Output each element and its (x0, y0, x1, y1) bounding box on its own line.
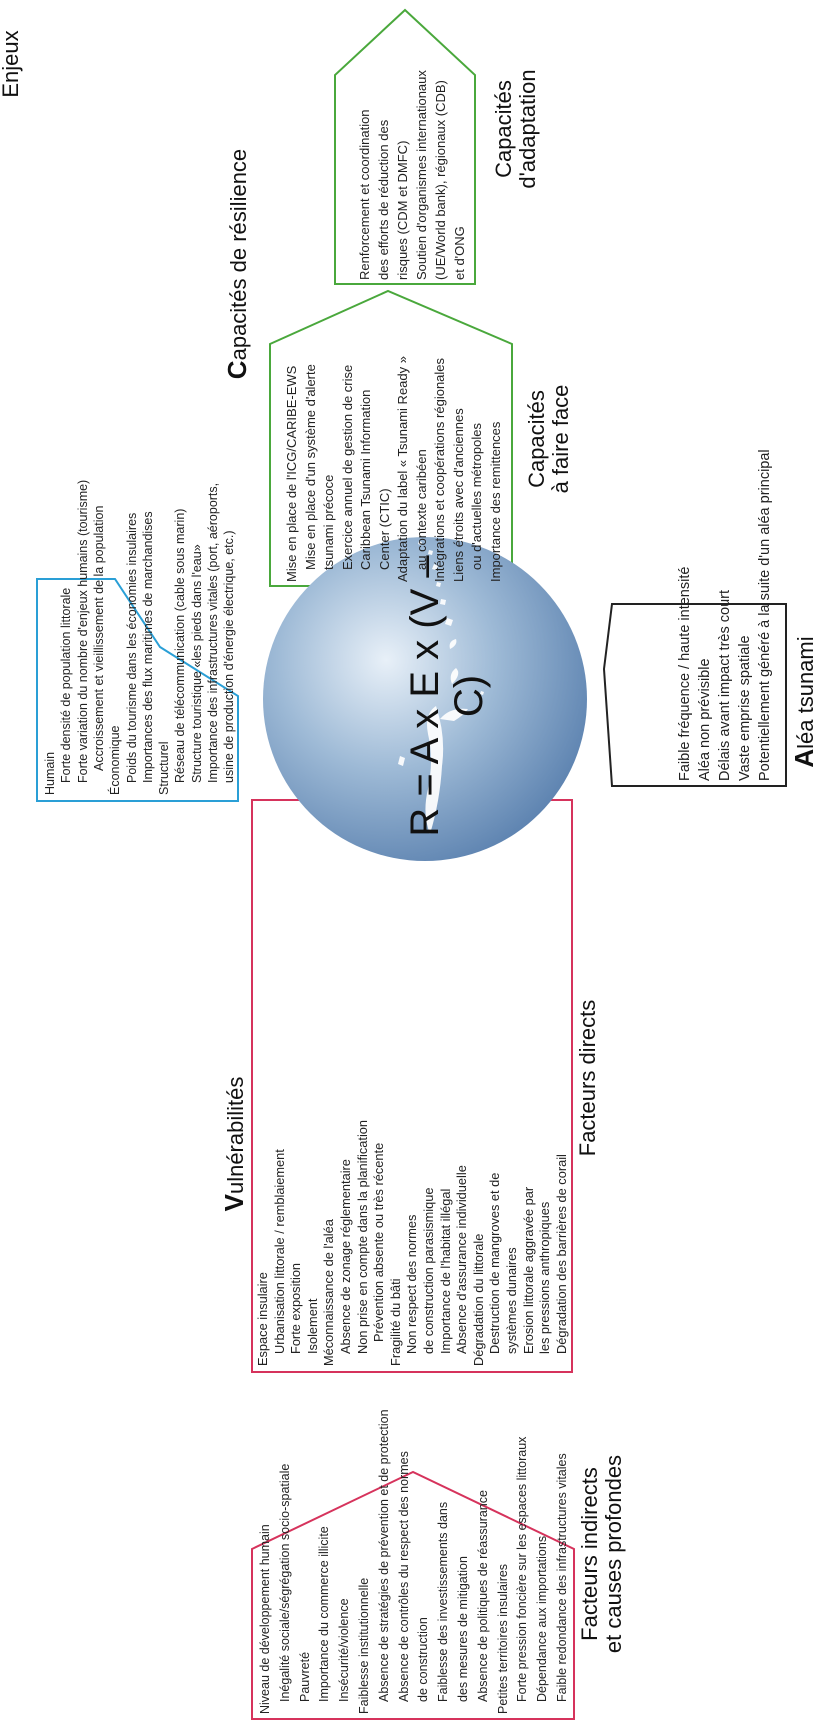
vulnerabilite-item: Absence de politiques de réassurance (475, 1490, 490, 1702)
alea-item: Vaste emprise spatiale (737, 635, 753, 781)
vulnerabilites-box (251, 1470, 575, 1720)
enjeux-item: Forte densité de population littorale (59, 587, 74, 783)
faire-face-item: Caribbean Tsunami Information (358, 389, 373, 570)
faire-face-item: Center (CTIC) (376, 488, 392, 570)
enjeux-item: Forte variation du nombre d'enjeux humai… (75, 479, 90, 783)
facteurs-directs-item: Non respect des normes (404, 1214, 420, 1354)
facteurs-directs-item: Destruction de mangroves et de (487, 1172, 503, 1354)
facteurs-directs-box (251, 799, 573, 1373)
faire-face-item: Mise en place de l'ICG/CARIBE-EWS (284, 365, 299, 582)
enjeux-item: Humain (43, 751, 57, 795)
alea-box (602, 603, 787, 787)
facteurs-directs-item: Isolement (304, 1298, 320, 1354)
facteurs-directs-item: de construction parasismique (421, 1187, 436, 1354)
vulnerabilite-item: Pauvreté (297, 1651, 312, 1702)
vulnerabilite-item: Faible redondance des infrastructures vi… (555, 1453, 569, 1702)
adaptation-title: Capacités d'adaptation (491, 69, 540, 189)
vulnerabilite-item: des mesures de mitigation (456, 1556, 470, 1702)
alea-item: Faible fréquence / haute intensité (677, 566, 693, 781)
facteurs-directs-item: Dégradation du littorale (470, 1233, 486, 1366)
enjeux-title: Enjeux (0, 30, 23, 98)
enjeux-item: Structure touristique «les pieds dans l'… (189, 544, 204, 783)
vulnerabilite-item: de construction (416, 1617, 431, 1702)
enjeux-item: Importance des infrastructures vitales (… (206, 482, 220, 783)
vulnerabilite-item: Inégalité sociale/ségrégation socio-spat… (277, 1463, 292, 1702)
facteurs-directs-item: les pressions anthropiques (537, 1201, 553, 1354)
adaptation-item: Soutien d'organismes internationaux (414, 70, 429, 280)
facteurs-directs-item: Erosion littorale aggravée par (520, 1186, 536, 1354)
vulnerabilite-item: Niveau de développement humain (258, 1524, 272, 1714)
globe (263, 537, 587, 861)
facteurs-directs-item: Forte exposition (288, 1262, 304, 1354)
facteurs-directs-item: systèmes dunaires (504, 1247, 519, 1354)
facteurs-directs-item: Non prise en compte dans la planificatio… (354, 1119, 370, 1354)
facteurs-directs-item: Absence d'assurance individuelle (454, 1165, 470, 1354)
adaptation-item: Renforcement et coordination (357, 109, 372, 280)
vulnerabilite-item: Dépendance aux importations (535, 1535, 550, 1702)
faire-face-item: au contexte caribéen (413, 449, 429, 570)
faire-face-title: Capacités à faire face (524, 384, 573, 494)
faire-face-item: Exercice annuel de gestion de crise (339, 364, 355, 570)
vulnerabilite-item: Petites territoires insulaires (495, 1563, 510, 1714)
adaptation-item: des efforts de réduction des (376, 119, 391, 280)
facteurs-directs-item: Absence de zonage réglementaire (338, 1159, 353, 1354)
enjeux-box (36, 578, 239, 802)
faire-face-item: tsunami précoce (321, 474, 336, 570)
faire-face-item: Mise en place d'un système d'alerte (302, 364, 318, 570)
enjeux-item: Réseau de télécommunication (cable sous … (173, 508, 188, 783)
facteurs-indirects-title: Facteurs indirects et causes profondes (577, 1454, 626, 1654)
enjeux-item: Importances des flux maritimes de marcha… (140, 511, 155, 783)
vulnerabilite-item: Importance du commerce illicite (317, 1526, 332, 1702)
faire-face-item: Importance des remittences (487, 421, 503, 582)
facteurs-directs-item: Fragilité du bâti (387, 1278, 403, 1367)
vulnerabilites-title: Vulnérabilités (219, 1076, 249, 1212)
vulnerabilite-item: Faiblesse institutionnelle (357, 1577, 371, 1714)
faire-face-item: ou d'actuelles métropoles (469, 422, 484, 570)
vulnerabilite-item: Absence de stratégies de prévention et d… (376, 1409, 391, 1702)
facteurs-directs-item: Urbanisation littorale / remblaiement (271, 1149, 287, 1354)
adaptation-item: et d'ONG (452, 226, 467, 280)
faire-face-item: Adaptation du label « Tsunami Ready » (395, 356, 410, 582)
alea-title: Aléa tsunami (789, 636, 819, 768)
alea-item: Potentiellement généré à la suite d'un a… (757, 449, 773, 781)
enjeux-item: Économique (108, 725, 123, 796)
facteurs-directs-item: Importance de l'habitat illégal (437, 1188, 453, 1354)
facteurs-directs-item: Espace insulaire (255, 1272, 270, 1366)
vulnerabilite-item: Faiblesse des investissements dans (436, 1501, 451, 1702)
enjeux-item: Poids du tourisme dans les économies ins… (124, 512, 139, 783)
facteurs-directs-item: Méconnaissance de l'aléa (321, 1219, 337, 1366)
adaptation-item: (UE/World bank), régionaux (CDB) (433, 80, 448, 280)
adaptation-box (334, 8, 476, 285)
islands (398, 541, 484, 834)
resilience-title: Capacités de résilience (222, 148, 252, 380)
facteurs-directs-item: Prévention absente ou très récente (371, 1142, 387, 1342)
alea-item: Délais avant impact très court (717, 590, 733, 781)
faire-face-item: Intégrations et coopérations régionales (432, 357, 447, 582)
enjeux-item: Accroissement et vieillissement de la po… (91, 505, 106, 771)
enjeux-item: usine de production d'énergie électrique… (222, 530, 237, 783)
enjeux-item: Structurel (157, 741, 172, 796)
faire-face-item: Liens étroits avec d'anciennes (450, 408, 466, 582)
facteurs-directs-item: Dégradation des barrières de corail (553, 1154, 569, 1354)
facteurs-directs-title: Facteurs directs (575, 999, 600, 1157)
vulnerabilite-item: Absence de contrôles du respect des norm… (396, 1451, 411, 1702)
adaptation-item: risques (CDM et DMFC) (395, 140, 410, 280)
alea-item: Aléa non prévisible (697, 658, 713, 781)
vulnerabilite-item: Forte pression foncière sur les espaces … (515, 1436, 530, 1702)
vulnerabilite-item: Insécurité/violence (337, 1598, 352, 1702)
